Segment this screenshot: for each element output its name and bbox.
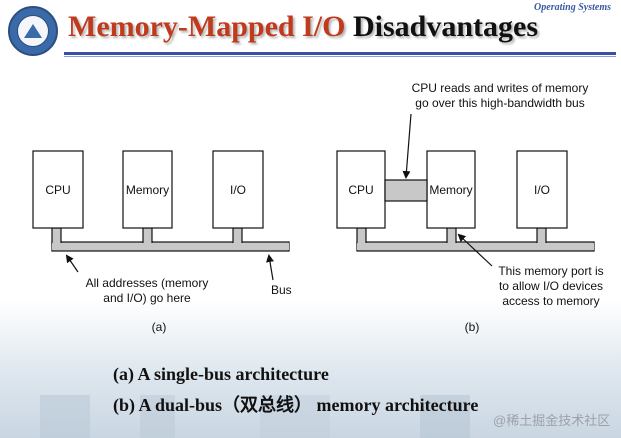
panel-label-a: (a) xyxy=(152,320,167,334)
memory-label-b: Memory xyxy=(429,183,472,197)
caption-single-bus: (a) A single-bus architecture xyxy=(113,364,329,384)
memory-box-b xyxy=(426,150,476,229)
bus-b-fill xyxy=(357,243,594,250)
watermark: @稀土掘金技术社区 xyxy=(493,413,611,428)
course-label: Operating Systems xyxy=(534,2,611,13)
io-label-b: I/O xyxy=(534,183,550,197)
cpu-box-a xyxy=(32,150,84,229)
memory-label-a: Memory xyxy=(126,183,169,197)
diagram-a: CPU Memory I/O All addresses (memory and… xyxy=(32,150,292,334)
top-note-line2: go over this high-bandwidth bus xyxy=(415,96,584,110)
title-rest: Disadvantages xyxy=(352,10,538,43)
university-logo xyxy=(8,6,58,56)
top-note-line1: CPU reads and writes of memory xyxy=(412,81,589,95)
cpu-label-a: CPU xyxy=(45,183,70,197)
caption-dual-bus: (b) A dual-bus（双总线） memory architecture xyxy=(113,395,479,415)
arrow-high-bandwidth xyxy=(402,113,412,179)
title-highlight: Memory-Mapped I/O xyxy=(68,10,346,43)
connector-a-cpu xyxy=(51,227,62,245)
connector-b-memory xyxy=(446,227,457,245)
port-note-line1: This memory port is xyxy=(498,264,603,278)
memory-box-a xyxy=(122,150,173,229)
cpu-label-b: CPU xyxy=(348,183,373,197)
connector-a-memory xyxy=(142,227,153,245)
io-label-a: I/O xyxy=(230,183,246,197)
port-note-line2: to allow I/O devices xyxy=(499,279,603,293)
annotation-addresses-line1: All addresses (memory xyxy=(86,276,209,290)
logo-emblem-icon xyxy=(17,15,49,47)
annotation-addresses-line2: and I/O) go here xyxy=(103,291,191,305)
slide-title: Memory-Mapped I/O Disadvantages xyxy=(68,10,538,44)
title-rule xyxy=(64,52,616,55)
arrow-bus xyxy=(266,254,274,281)
io-box-a xyxy=(212,150,264,229)
high-bandwidth-bus xyxy=(384,179,428,202)
connector-b-io xyxy=(536,227,547,245)
arrow-addresses xyxy=(65,254,79,273)
bus-label: Bus xyxy=(271,283,292,297)
title-rule-thin xyxy=(64,56,616,57)
panel-label-b: (b) xyxy=(465,320,480,334)
diagram-b: CPU Memory I/O CPU reads and writes of m… xyxy=(336,81,604,334)
arrow-memory-port xyxy=(457,233,493,267)
cpu-box-b xyxy=(336,150,386,229)
io-box-b xyxy=(516,150,568,229)
connector-a-io xyxy=(232,227,243,245)
connector-b-cpu xyxy=(356,227,367,245)
port-note-line3: access to memory xyxy=(502,294,599,308)
background-campus-image xyxy=(0,395,621,438)
bus-a-fill xyxy=(52,243,289,250)
